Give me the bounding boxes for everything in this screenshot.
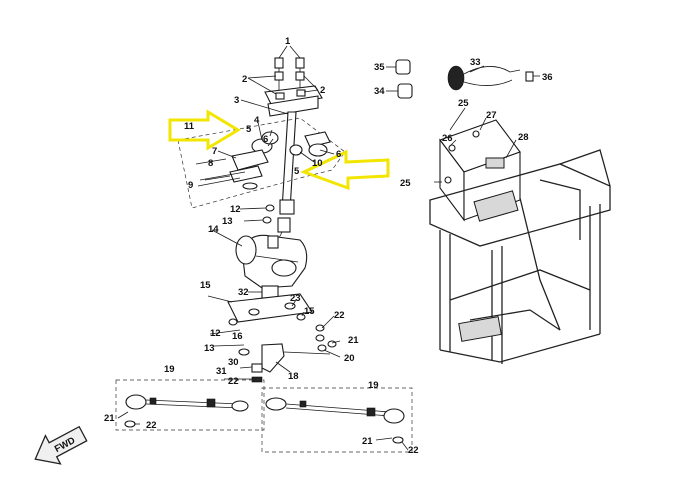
callout-11: 11 xyxy=(184,121,195,132)
callout-36: 36 xyxy=(542,72,553,83)
callout-20: 20 xyxy=(344,353,355,364)
callout-23: 23 xyxy=(290,293,301,304)
callout-21a: 21 xyxy=(348,335,359,346)
top-bracket xyxy=(264,57,323,117)
callout-26: 26 xyxy=(442,133,453,144)
callouts: 1 2 2 3 4 11 5 6 7 8 9 10 6 5 12 13 14 1… xyxy=(104,36,553,456)
callout-32: 32 xyxy=(238,287,249,298)
universal-joint xyxy=(279,199,295,215)
callout-22d: 22 xyxy=(408,445,419,456)
arrow-icon xyxy=(168,109,241,151)
callout-12a: 12 xyxy=(230,204,241,215)
callout-5b: 5 xyxy=(294,166,300,177)
vehicle-frame xyxy=(429,149,611,364)
callout-14: 14 xyxy=(208,224,219,235)
callout-13b: 13 xyxy=(204,343,215,354)
callout-2a: 2 xyxy=(242,74,247,85)
callout-34: 34 xyxy=(374,86,385,97)
callout-28: 28 xyxy=(518,132,529,143)
callout-35: 35 xyxy=(374,62,385,73)
callout-16: 16 xyxy=(232,331,243,342)
callout-19b: 19 xyxy=(368,380,379,391)
callout-9: 9 xyxy=(188,180,193,191)
fwd-arrow-icon: FWD xyxy=(34,425,88,465)
callout-8: 8 xyxy=(208,158,213,169)
callout-6b: 6 xyxy=(336,149,341,160)
pitman-arm xyxy=(261,343,285,373)
callout-22b: 22 xyxy=(228,376,239,387)
callout-15a: 15 xyxy=(200,280,211,291)
callout-22c: 22 xyxy=(146,420,157,431)
callout-27: 27 xyxy=(486,110,497,121)
callout-21b: 21 xyxy=(104,413,115,424)
arrow-icon xyxy=(300,149,390,191)
callout-18: 18 xyxy=(288,371,299,382)
callout-6a: 6 xyxy=(263,134,268,145)
callout-25b: 25 xyxy=(400,178,411,189)
callout-19a: 19 xyxy=(164,364,175,375)
highlight-arrows xyxy=(168,109,390,191)
callout-10: 10 xyxy=(312,158,323,169)
callout-4: 4 xyxy=(254,115,260,126)
mounting-plate xyxy=(227,293,313,323)
bearing-clamps xyxy=(195,131,331,190)
leader-lines xyxy=(117,45,540,451)
tie-rod-left xyxy=(115,379,265,431)
callout-33: 33 xyxy=(470,57,481,68)
callout-7: 7 xyxy=(212,146,217,157)
callout-12b: 12 xyxy=(210,328,221,339)
callout-15b: 15 xyxy=(304,306,315,317)
small-parts-top-right xyxy=(395,59,534,99)
callout-5a: 5 xyxy=(246,124,252,135)
tie-rod-right xyxy=(261,387,413,453)
steering-shaft xyxy=(281,111,297,211)
callout-21c: 21 xyxy=(362,436,373,447)
callout-31: 31 xyxy=(216,366,227,377)
callout-3: 3 xyxy=(234,95,239,106)
steering-gearbox xyxy=(235,234,308,299)
callout-30: 30 xyxy=(228,357,239,368)
callout-25a: 25 xyxy=(458,98,469,109)
steering-column-assembly xyxy=(177,57,346,383)
callout-2b: 2 xyxy=(320,85,325,96)
callout-1: 1 xyxy=(285,36,291,47)
callout-13a: 13 xyxy=(222,216,233,227)
callout-22a: 22 xyxy=(334,310,345,321)
